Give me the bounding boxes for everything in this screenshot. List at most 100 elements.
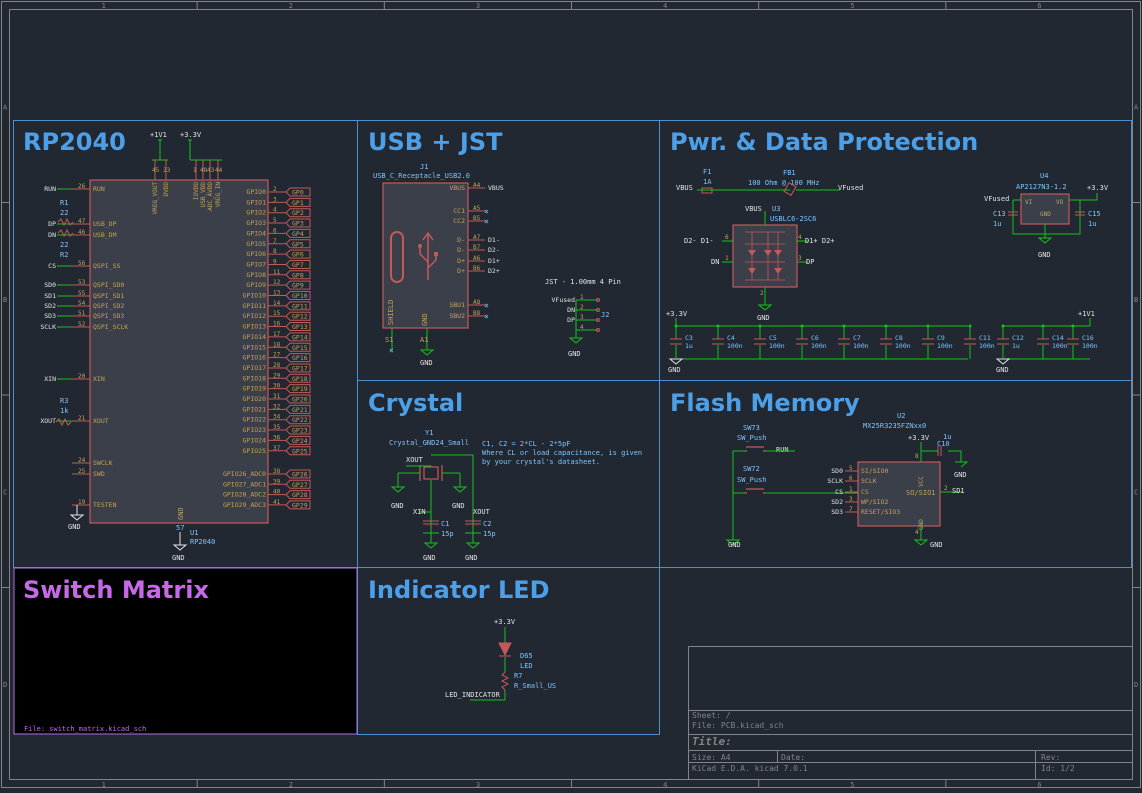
rp2040-left-net: SD1 bbox=[44, 292, 56, 300]
gpio-hier-label[interactable] bbox=[285, 218, 311, 228]
tb-size: Size: A4 bbox=[692, 753, 731, 762]
frame-col-label: 1 bbox=[102, 2, 106, 10]
gpio-hier-label[interactable] bbox=[285, 394, 311, 404]
section-title-switch-matrix[interactable]: Switch Matrix bbox=[23, 576, 209, 604]
rp2040-gpio-pin-name: GPIO13 bbox=[243, 323, 267, 331]
frame-col-label: 3 bbox=[476, 2, 480, 10]
rp2040-symbol[interactable]: +1V1 +3.3V 45VREG_VOUT23DVDD1IOVDD48USB_… bbox=[40, 131, 311, 562]
crystal-body[interactable] bbox=[423, 466, 439, 480]
gpio-hier-label[interactable] bbox=[285, 353, 311, 363]
decap-value: 100n bbox=[853, 342, 869, 350]
ldo-body[interactable] bbox=[1020, 193, 1070, 225]
jst-pin[interactable] bbox=[596, 328, 600, 332]
gpio-hier-label[interactable] bbox=[285, 500, 311, 510]
gpio-hier-label[interactable] bbox=[285, 435, 311, 445]
gpio-hier-label[interactable] bbox=[285, 446, 311, 456]
c15-ref: C15 bbox=[1088, 210, 1101, 218]
flash-gnd: GND bbox=[930, 541, 943, 549]
rp2040-left-pin-num: 55 bbox=[78, 290, 86, 297]
frame-row-label: A bbox=[1134, 103, 1139, 111]
gpio-hier-label[interactable] bbox=[285, 322, 311, 332]
rp2040-top-pin-name: VREG_VOUT bbox=[152, 182, 159, 215]
decap-ref: C6 bbox=[811, 334, 819, 342]
gpio-hier-label[interactable] bbox=[285, 425, 311, 435]
usb-pin-num: A4 bbox=[473, 182, 481, 189]
usb-noconnect: × bbox=[484, 217, 489, 226]
rp2040-gpio-pin-name: GPIO21 bbox=[243, 405, 267, 413]
rp2040-left-pin-num: 53 bbox=[78, 279, 86, 286]
jst-pin[interactable] bbox=[596, 298, 600, 302]
decap-value: 100n bbox=[1082, 342, 1098, 350]
rp2040-gpio-pin-name: GPIO16 bbox=[243, 354, 267, 362]
gpio-hier-label[interactable] bbox=[285, 259, 311, 269]
gpio-hier-label[interactable] bbox=[285, 404, 311, 414]
rp2040-bottom-pin-name: GND bbox=[177, 507, 185, 520]
tb-title: Title: bbox=[692, 735, 732, 748]
sw73-net: RUN bbox=[776, 446, 789, 454]
gpio-hier-label[interactable] bbox=[285, 363, 311, 373]
ferrite-bead[interactable] bbox=[783, 181, 797, 197]
gpio-hier-label[interactable] bbox=[285, 479, 311, 489]
flash-memory-circuit[interactable]: SW73 SW_Push RUN SW72 SW_Push GND U2 MX2… bbox=[725, 412, 969, 549]
jst-pin[interactable] bbox=[596, 308, 600, 312]
r3-value: 1k bbox=[60, 407, 69, 415]
rp2040-body[interactable] bbox=[89, 179, 269, 524]
tvs-pin4-num: 4 bbox=[798, 234, 802, 241]
gpio-hier-label[interactable] bbox=[285, 228, 311, 238]
gpio-net-label: GP27 bbox=[292, 481, 308, 489]
crystal-circuit[interactable]: Y1 Crystal_GND24_Small C1, C2 = 2*CL - 2… bbox=[389, 429, 642, 562]
gpio-net-label: GP17 bbox=[292, 364, 308, 372]
rp2040-left-net: SD3 bbox=[44, 312, 56, 320]
led-diode-icon[interactable] bbox=[498, 642, 512, 657]
sw73-button[interactable] bbox=[745, 446, 765, 452]
gpio-hier-label[interactable] bbox=[285, 197, 311, 207]
gpio-hier-label[interactable] bbox=[285, 208, 311, 218]
flash-value: MX25R3235FZNxx0 bbox=[863, 422, 926, 430]
rp2040-top-pin-name: USB_VDD bbox=[200, 182, 207, 208]
c1-ref: C1 bbox=[441, 520, 449, 528]
gpio-hier-label[interactable] bbox=[285, 280, 311, 290]
jst-pin[interactable] bbox=[596, 318, 600, 322]
sw73-ref: SW73 bbox=[743, 424, 760, 432]
power-protection-circuit[interactable]: F1 1A VBUS FB1 100 Ohm @ 100 MHz VFused … bbox=[666, 168, 1109, 374]
rp2040-left-pin-name: USB_DP bbox=[93, 220, 117, 228]
sw72-button[interactable] bbox=[745, 488, 765, 494]
decap-value: 1u bbox=[685, 342, 693, 350]
section-title-crystal: Crystal bbox=[368, 389, 463, 417]
gpio-hier-label[interactable] bbox=[285, 384, 311, 394]
rp2040-left-net: SCLK bbox=[40, 323, 56, 331]
gpio-hier-label[interactable] bbox=[285, 469, 311, 479]
gpio-hier-label[interactable] bbox=[285, 301, 311, 311]
gpio-hier-label[interactable] bbox=[285, 291, 311, 300]
usb-body[interactable] bbox=[382, 182, 469, 329]
rp2040-left-pin-num: 47 bbox=[78, 218, 86, 225]
gpio-hier-label[interactable] bbox=[285, 249, 311, 259]
gpio-hier-label[interactable] bbox=[285, 373, 311, 383]
rp2040-gpio-pin-num: 8 bbox=[273, 248, 277, 255]
gpio-hier-label[interactable] bbox=[285, 490, 311, 500]
gpio-hier-label[interactable] bbox=[285, 239, 311, 249]
flash-pin-num: 1 bbox=[849, 486, 853, 493]
gpio-hier-label[interactable] bbox=[285, 270, 311, 280]
gpio-hier-label[interactable] bbox=[285, 332, 311, 342]
gpio-hier-label[interactable] bbox=[285, 187, 311, 197]
junction bbox=[1001, 324, 1005, 328]
crystal-xin: XIN bbox=[413, 508, 426, 516]
frame-col-label: 4 bbox=[663, 781, 667, 789]
led-resistor[interactable] bbox=[500, 671, 510, 691]
rp2040-gpio-pin-name: GPIO0 bbox=[246, 188, 266, 196]
tvs-diodes bbox=[748, 250, 782, 274]
gpio-hier-label[interactable] bbox=[285, 342, 311, 352]
flash-body[interactable] bbox=[857, 461, 941, 527]
switch-matrix-sheet[interactable] bbox=[13, 567, 358, 735]
gpio-hier-label[interactable] bbox=[285, 311, 311, 321]
tvs-pin1-net: DN bbox=[711, 258, 719, 266]
ldo-out-net: +3.3V bbox=[1087, 184, 1109, 192]
rail-3v3-label: +3.3V bbox=[666, 310, 688, 318]
gpio-hier-label[interactable] bbox=[285, 415, 311, 425]
tvs-body[interactable] bbox=[732, 224, 798, 288]
indicator-led-circuit[interactable]: +3.3V D65 LED R7 R_Small_US LED_INDICATO… bbox=[445, 618, 556, 701]
